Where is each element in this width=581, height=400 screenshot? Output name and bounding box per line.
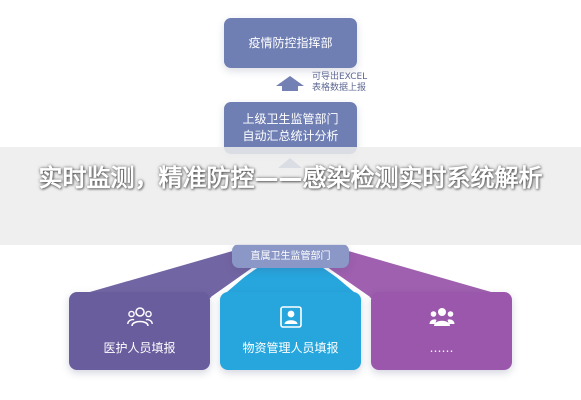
other-staff-label: ……	[429, 341, 454, 355]
fan-right	[298, 250, 512, 298]
fan-center	[220, 248, 361, 298]
title-overlay-band	[0, 147, 581, 245]
supply-staff-node: 物资管理人员填报	[220, 292, 361, 370]
person-id-badge-icon	[279, 306, 302, 328]
supervision-dept-node: 上级卫生监管部门 自动汇总统计分析	[224, 102, 357, 154]
export-note-line2: 表格数据上报	[312, 83, 367, 93]
command-center-label: 疫情防控指挥部	[248, 35, 333, 50]
direct-supervision-node: 直属卫生监管部门	[232, 244, 349, 268]
medical-staff-label: 医护人员填报	[103, 341, 176, 355]
fan-left	[69, 250, 282, 298]
medical-staff-node: 医护人员填报	[69, 292, 210, 370]
other-staff-node: ……	[371, 292, 512, 370]
supervision-dept-line2: 自动汇总统计分析	[242, 129, 339, 143]
command-center-node: 疫情防控指挥部	[224, 18, 357, 68]
export-note-line1: 可导出EXCEL	[312, 72, 368, 82]
supply-staff-label: 物资管理人员填报	[242, 341, 339, 355]
people-group-icon	[126, 307, 153, 327]
arrow-up-stem	[282, 86, 298, 91]
arrow-up-icon	[276, 76, 304, 86]
direct-supervision-label: 直属卫生监管部门	[250, 250, 331, 262]
supervision-dept-line1: 上级卫生监管部门	[242, 112, 339, 126]
people-group-icon-right	[429, 308, 454, 326]
export-note: 可导出EXCEL 表格数据上报	[312, 72, 367, 94]
overlay-title: 实时监测，精准防控——感染检测实时系统解析	[38, 164, 543, 192]
